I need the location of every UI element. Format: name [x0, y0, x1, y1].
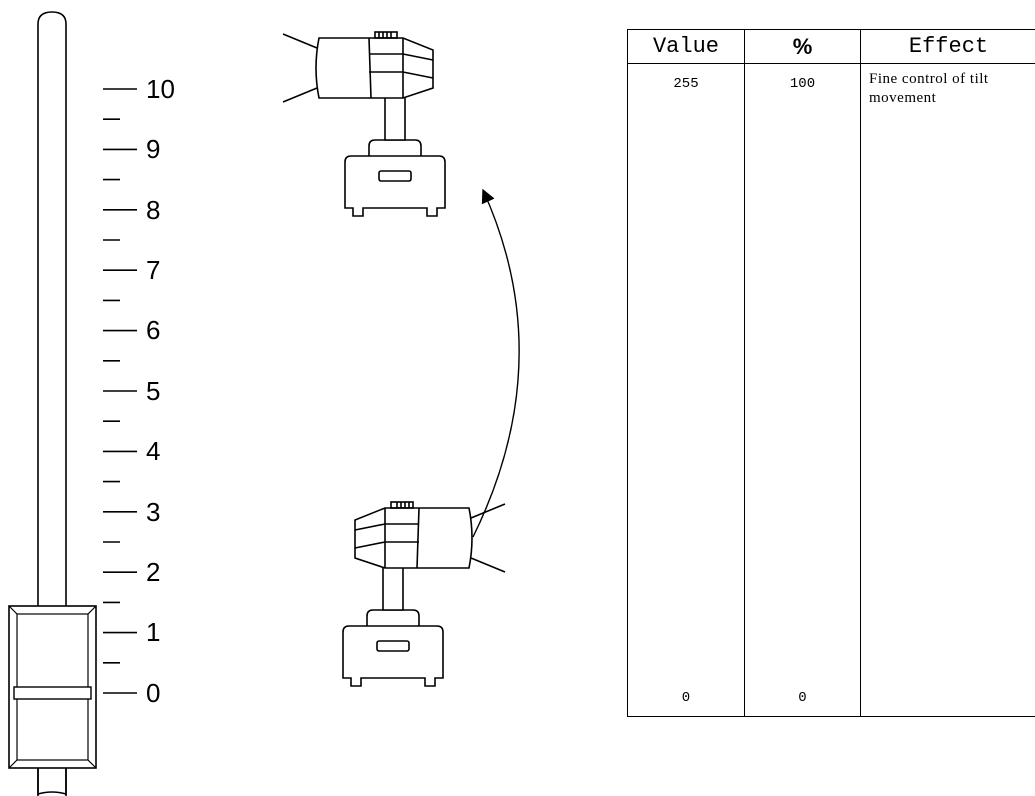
fader-scale-labels: 10 9 8 7 6 5 4 3 2 1 0: [146, 74, 175, 708]
effect-column: Fine control of tilt movement: [860, 63, 1035, 717]
moving-head-top: [282, 31, 446, 217]
scale-label-4: 4: [146, 436, 160, 466]
scale-label-7: 7: [146, 255, 160, 285]
header-value: Value: [627, 29, 745, 64]
scale-label-3: 3: [146, 497, 160, 527]
scale-label-5: 5: [146, 376, 160, 406]
tilt-arrow: [472, 188, 520, 538]
scale-label-1: 1: [146, 617, 160, 647]
percent-column: 100 0: [744, 63, 861, 717]
scale-label-10: 10: [146, 74, 175, 104]
moving-head-bottom: [342, 501, 506, 687]
value-min: 0: [681, 690, 691, 706]
effect-description: Fine control of tilt movement: [869, 71, 989, 106]
scale-label-8: 8: [146, 195, 160, 225]
dmx-table: Value % Effect 255 0 100 0 Fine control …: [627, 29, 1035, 717]
header-effect: Effect: [860, 29, 1035, 64]
fader-knob[interactable]: [8, 605, 97, 769]
scale-label-0: 0: [146, 678, 160, 708]
header-percent: %: [744, 29, 861, 64]
percent-max: 100: [789, 76, 816, 92]
scale-label-9: 9: [146, 134, 160, 164]
fader-track: [37, 11, 67, 796]
value-column: 255 0: [627, 63, 745, 717]
scale-label-2: 2: [146, 557, 160, 587]
percent-min: 0: [798, 690, 807, 706]
scale-label-6: 6: [146, 315, 160, 345]
value-max: 255: [673, 76, 699, 92]
fader-scale: [103, 88, 137, 694]
